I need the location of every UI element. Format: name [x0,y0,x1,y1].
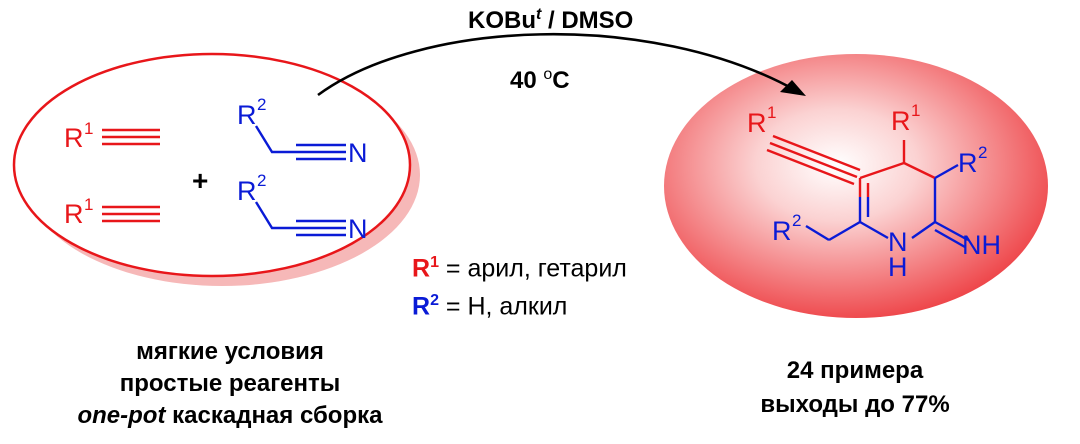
nitrile-2-r-label: R [237,176,257,206]
alkyne-1-r-label: R [64,123,84,153]
product-ch2-r-label: R [772,216,792,246]
nitrile-2-n: N [348,214,368,244]
product-alkyne-r-sup: 1 [767,103,776,122]
product-ring-blue [805,163,969,249]
product-ring-h: H [888,252,908,282]
reagent-label: KOBut / DMSO [468,6,633,35]
product-c3-r-label: R [958,148,978,178]
reagent-rest: / DMSO [541,7,634,34]
product-alkyne-r-label: R [747,108,767,138]
temperature-value: 40 [510,67,544,94]
reagent-main: KOBu [468,7,536,34]
r2-def-sup: 2 [430,292,439,309]
reaction-arrowhead [780,80,806,96]
r1-def-sup: 1 [430,254,439,271]
r1-def-text: = арил, гетарил [438,254,627,283]
nitrile-1-n: N [348,138,368,168]
alkyne-1-r-sup: 1 [84,119,93,138]
note-examples: 24 примера [786,357,924,384]
plus-sign: + [192,165,208,196]
note-simple-reagents: простые реагенты [119,370,341,397]
alkyne-2-r-sup: 1 [84,195,93,214]
nitrile-2-r-sup: 2 [257,171,266,190]
left-notes: мягкие условия простые реагенты one-pot … [20,336,440,432]
alkyne-2-triple-bond [102,205,160,223]
note-mild-conditions: мягкие условия [136,338,324,365]
temperature-unit: C [552,67,570,94]
product-c4-r-label: R [891,106,911,136]
right-notes: 24 примера выходы до 77% [690,354,1020,422]
nitrile-2-bonds [254,201,346,237]
nitrile-1-bonds [254,125,346,161]
nitrile-1-r-sup: 2 [257,95,266,114]
alkyne-2-r-label: R [64,199,84,229]
product-triple-bond [766,134,861,186]
r1-definition: R1 = арил, гетарил [412,254,627,283]
product-ring-red [858,161,936,197]
r2-def-text: = H, алкил [438,292,568,321]
nitrile-1-r-label: R [237,100,257,130]
product-c3-r-sup: 2 [978,143,987,162]
product-ch2-r-sup: 2 [792,211,801,230]
product-c4-r-sup: 1 [911,101,920,120]
r1-def-label: R [412,254,431,283]
note-yields: выходы до 77% [760,391,950,418]
product-imine-nh: NH [962,230,1001,260]
product-ring-n: N [888,227,908,257]
temperature-deg: o [543,66,553,83]
note-one-pot-italic: one-pot [77,402,166,429]
r2-definition: R2 = H, алкил [412,292,567,321]
reaction-arrow [317,32,796,97]
product-ellipse [664,54,1048,318]
note-cascade: каскадная сборка [165,402,383,429]
temperature-label: 40 oC [510,66,570,95]
reagent-sup: t [536,6,542,23]
note-one-pot: one-pot каскадная сборка [20,400,440,432]
r2-def-label: R [412,292,431,321]
alkyne-1-triple-bond [102,128,160,146]
